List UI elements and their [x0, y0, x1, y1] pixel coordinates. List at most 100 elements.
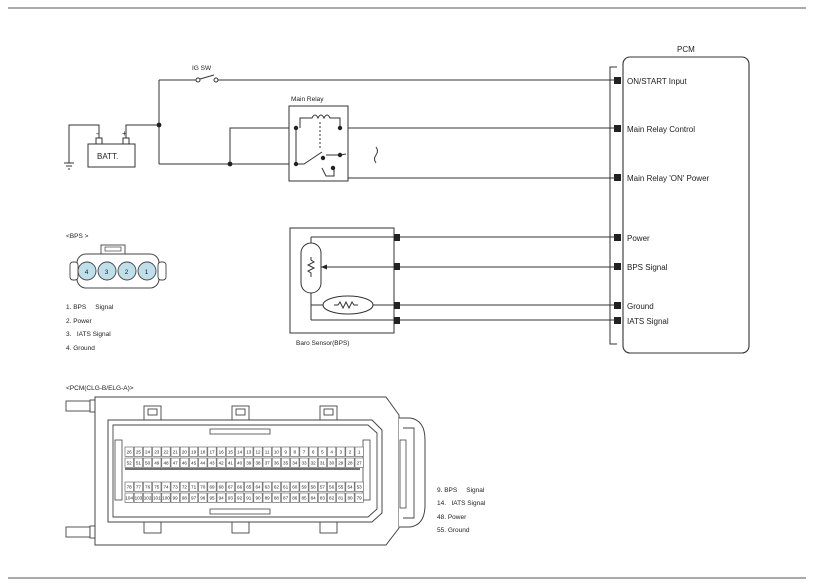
- pcm-connector-pin-number: 10: [274, 450, 280, 455]
- battery-terminal-neg: [95, 137, 103, 145]
- pcm-connector-pin-number: 34: [292, 461, 298, 466]
- pcm-connector-pin-number: 92: [237, 496, 243, 501]
- pcm-connector-pin-number: 75: [154, 485, 160, 490]
- pcm-pin-list-item: 14. IATS Signal: [437, 500, 486, 507]
- pcm-connector-pin-number: 90: [255, 496, 261, 501]
- pcm-connector-pin-number: 44: [200, 461, 206, 466]
- pcm-title: PCM: [677, 45, 695, 54]
- pcm-connector-pin-number: 12: [255, 450, 261, 455]
- pcm-connector-pin: [336, 481, 346, 492]
- pcm-connector-pin-number: 102: [144, 496, 152, 501]
- pcm-connector-pin-number: 72: [182, 485, 188, 490]
- pcm-connector-pin: [317, 457, 327, 468]
- bps-pin-number: 2: [125, 269, 129, 276]
- pcm-connector-pin-number: 70: [200, 485, 206, 490]
- baro-pin-markers: [394, 234, 400, 324]
- pcm-pin-iats-signal: IATS Signal: [627, 317, 669, 326]
- pcm-connector-pin: [207, 457, 217, 468]
- pcm-connector-pin-number: 9: [284, 450, 287, 455]
- pcm-connector-pin-number: 17: [209, 450, 215, 455]
- pcm-connector-pin: [207, 492, 217, 503]
- wire-junctions: [156, 122, 233, 167]
- pcm-connector-pin: [225, 446, 235, 457]
- pcm-connector-pin: [281, 492, 291, 503]
- pcm-connector-pin-number: 61: [283, 485, 289, 490]
- pcm-connector-pin: [216, 481, 226, 492]
- pcm-connector-pin-number: 39: [246, 461, 252, 466]
- pcm-connector-pin-number: 62: [274, 485, 280, 490]
- pcm-connector-pin: [253, 481, 263, 492]
- wire-break-icon: [374, 146, 378, 164]
- pcm-connector-pin-number: 27: [357, 461, 363, 466]
- pcm-connector-pin-number: 15: [228, 450, 234, 455]
- bps-connector: <BPS > 4 3 2 1 1. BPS Signal 2. Power 3.…: [66, 233, 167, 352]
- pcm-connector-pin-number: 96: [200, 496, 206, 501]
- pcm-connector-pin-number: 85: [301, 496, 307, 501]
- pcm-connector-pin: [354, 446, 364, 457]
- pcm-connector-pin: [281, 457, 291, 468]
- pcm-connector-pin-number: 32: [311, 461, 317, 466]
- pcm-connector-pin: [308, 446, 318, 457]
- pcm-connector-pin-number: 30: [329, 461, 335, 466]
- pcm-pin-list-item: 9. BPS Signal: [437, 487, 485, 494]
- baro-sensor: Baro Sensor(BPS): [289, 227, 400, 347]
- pcm-connector-pin-number: 38: [255, 461, 261, 466]
- pcm-connector-pin: [244, 457, 254, 468]
- pcm-connector-pin-number: 22: [163, 450, 169, 455]
- pcm-connector-pin-number: 47: [173, 461, 179, 466]
- pcm-connector-pin: [354, 492, 364, 503]
- battery-ground-wire: [68, 124, 100, 163]
- pcm-connector-pin-number: 68: [219, 485, 225, 490]
- pcm-connector-pin: [161, 446, 171, 457]
- pcm-connector-pin: [336, 446, 346, 457]
- pcm-connector-pin: [170, 457, 180, 468]
- pcm-connector-pin: [198, 457, 208, 468]
- ig-switch-label: IG SW: [192, 65, 212, 72]
- pcm-connector-pin-number: 2: [349, 450, 352, 455]
- pcm-connector-pin: [143, 492, 153, 503]
- sensor-to-pcm-wiring: [400, 236, 614, 321]
- pcm-connector-pin-number: 11: [265, 450, 270, 455]
- pcm-connector-pin-number: 60: [292, 485, 298, 490]
- pcm-connector-pin: [271, 446, 281, 457]
- pcm-connector-pin: [354, 457, 364, 468]
- pcm-connector-pin: [235, 446, 245, 457]
- pcm-connector-pin: [216, 446, 226, 457]
- pcm-connector-pin: [179, 481, 189, 492]
- pcm-connector-pin: [170, 481, 180, 492]
- pcm-connector-pin-number: 50: [145, 461, 151, 466]
- pcm-connector-pin: [317, 446, 327, 457]
- pcm-connector-pin: [262, 446, 272, 457]
- ig-switch: IG SW: [159, 65, 614, 83]
- pcm-connector-pin-number: 98: [182, 496, 188, 501]
- pcm-connector-pin-number: 56: [329, 485, 335, 490]
- pcm-connector-pin-number: 7: [303, 450, 306, 455]
- pcm-connector-pin-number: 77: [136, 485, 142, 490]
- supply-wiring: [158, 80, 614, 179]
- pcm-connector-pin: [133, 457, 143, 468]
- pcm-connector-pin: [161, 457, 171, 468]
- pcm-connector-pin: [152, 446, 162, 457]
- pcm-connector-pin: [345, 492, 355, 503]
- pcm-connector-pin: [170, 492, 180, 503]
- pcm-connector-pin-number: 58: [311, 485, 317, 490]
- pcm-connector-pin-number: 36: [274, 461, 280, 466]
- pcm-connector-pin: [327, 492, 337, 503]
- pcm-connector-pin-number: 6: [312, 450, 315, 455]
- pcm-connector-pin: [290, 446, 300, 457]
- pcm-connector-pin: [198, 481, 208, 492]
- pcm-connector-pin: [290, 457, 300, 468]
- pcm-connector-pin-number: 24: [145, 450, 151, 455]
- pcm-connector-pin: [152, 457, 162, 468]
- pcm-connector-pin-number: 91: [246, 496, 252, 501]
- pcm-connector-pin: [253, 492, 263, 503]
- pcm-connector-pin: [235, 481, 245, 492]
- pcm-connector-pin-number: 71: [191, 485, 197, 490]
- pcm-connector-pin-number: 20: [182, 450, 188, 455]
- pcm-connector-pin-number: 8: [294, 450, 297, 455]
- pcm-connector-pin-number: 31: [320, 461, 326, 466]
- pcm-connector-pin: [152, 492, 162, 503]
- pcm-connector-pin-number: 66: [237, 485, 243, 490]
- relay-coil-icon: [299, 114, 341, 128]
- pcm-connector-pin-number: 14: [237, 450, 243, 455]
